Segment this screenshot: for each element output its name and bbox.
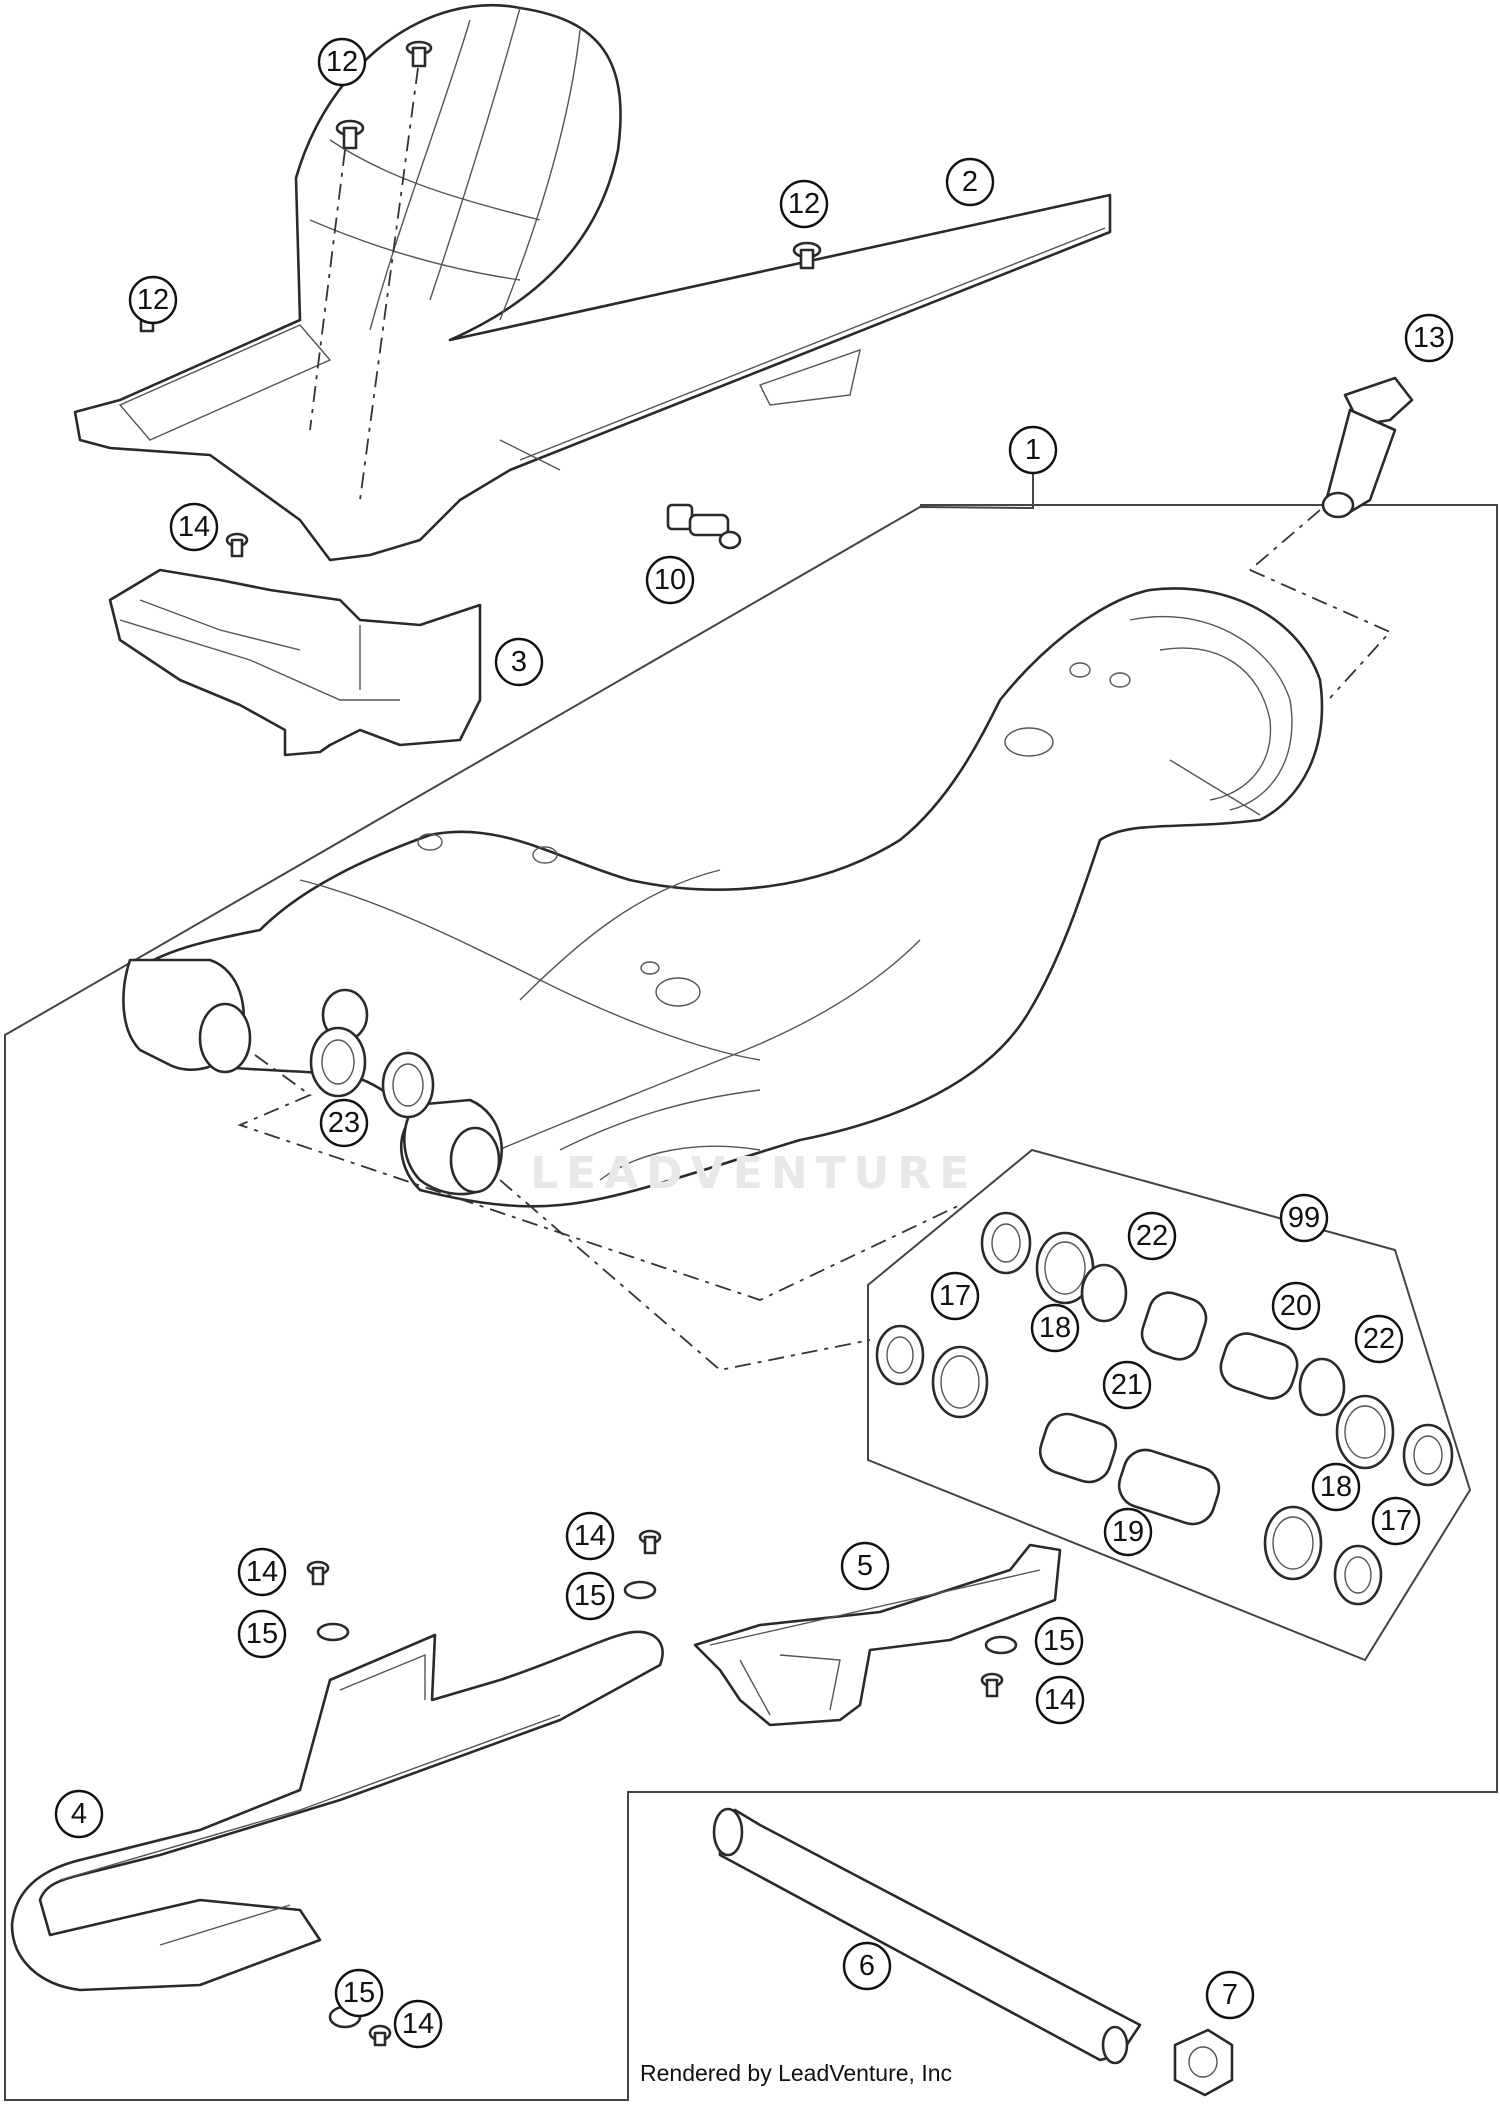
svg-text:99: 99	[1288, 1202, 1320, 1234]
svg-text:7: 7	[1222, 1979, 1238, 2011]
callout-labels: 12 12 12 2 13 1 14 10 3 23 99 22 17 18 2…	[54, 37, 1454, 2049]
callout-15: 15	[1034, 1616, 1084, 1666]
callout-4: 4	[54, 1789, 104, 1839]
svg-text:14: 14	[1044, 1684, 1076, 1716]
callout-5: 5	[840, 1541, 890, 1591]
svg-text:14: 14	[574, 1520, 606, 1552]
callout-14: 14	[393, 1999, 443, 2049]
callout-10: 10	[645, 555, 695, 605]
svg-text:12: 12	[788, 188, 820, 220]
callout-12: 12	[317, 37, 367, 87]
callout-12: 12	[128, 275, 178, 325]
callout-18: 18	[1311, 1462, 1361, 1512]
callout-23: 23	[319, 1098, 369, 1148]
svg-text:20: 20	[1280, 1290, 1312, 1322]
part-2-rear-hugger	[73, 3, 1112, 562]
svg-text:15: 15	[343, 1977, 375, 2009]
callout-15: 15	[237, 1609, 287, 1659]
svg-text:18: 18	[1320, 1471, 1352, 1503]
callout-17: 17	[1371, 1496, 1421, 1546]
callout-14: 14	[169, 502, 219, 552]
callout-18: 18	[1030, 1303, 1080, 1353]
svg-text:22: 22	[1363, 1323, 1395, 1355]
part-6-axle	[712, 1807, 1142, 2065]
svg-text:15: 15	[246, 1618, 278, 1650]
watermark: LEADVENTURE	[530, 1148, 978, 1199]
axle-dash-lines	[237, 1054, 961, 1371]
callout-22: 22	[1127, 1211, 1177, 1261]
svg-text:21: 21	[1111, 1369, 1143, 1401]
washer-15-icon	[623, 1580, 657, 1600]
assembly-frames	[4, 470, 1498, 2101]
callout-21: 21	[1102, 1360, 1152, 1410]
rendered-by-credit: Rendered by LeadVenture, Inc	[640, 2060, 953, 2086]
svg-text:23: 23	[328, 1107, 360, 1139]
bearing-kit-frame	[867, 1148, 1472, 1662]
part-23-bearings	[309, 1026, 435, 1119]
svg-text:12: 12	[137, 284, 169, 316]
svg-text:13: 13	[1413, 322, 1445, 354]
callout-13: 13	[1404, 313, 1454, 363]
screw-12-icon	[405, 40, 433, 68]
callout-6: 6	[842, 1941, 892, 1991]
callout-15: 15	[565, 1571, 615, 1621]
svg-text:6: 6	[859, 1950, 875, 1982]
screw-14-icon	[306, 1560, 330, 1586]
callout-12: 12	[779, 179, 829, 229]
svg-text:18: 18	[1039, 1312, 1071, 1344]
screw-14-icon	[980, 1672, 1004, 1698]
svg-text:4: 4	[71, 1798, 87, 1830]
callout-3: 3	[494, 637, 544, 687]
svg-text:10: 10	[654, 564, 686, 596]
callout-19: 19	[1103, 1507, 1153, 1557]
main-assembly-frame	[4, 504, 1498, 2101]
part-3-chain-guide	[108, 568, 482, 757]
washer-15-icon	[316, 1622, 350, 1642]
part-10-stud-icon	[666, 503, 742, 550]
callout-14: 14	[237, 1547, 287, 1597]
screw-12-icon	[792, 241, 822, 270]
part-5-chain-slider	[693, 1543, 1062, 1727]
screws-12	[132, 40, 822, 501]
screw-12-icon	[335, 119, 365, 150]
callout-14: 14	[1035, 1675, 1085, 1725]
part-13-bolt	[1249, 376, 1414, 699]
callout-17: 17	[930, 1271, 980, 1321]
callout-1: 1	[1008, 425, 1058, 475]
callout-99: 99	[1279, 1193, 1329, 1243]
part-1-swingarm	[122, 587, 1324, 1208]
svg-text:19: 19	[1112, 1516, 1144, 1548]
svg-text:17: 17	[939, 1280, 971, 1312]
part-7-nut-icon	[1173, 2028, 1234, 2097]
part-99-bearing-kit	[875, 1211, 1454, 1606]
svg-text:15: 15	[574, 1580, 606, 1612]
svg-text:5: 5	[857, 1550, 873, 1582]
callout-15: 15	[334, 1968, 384, 2018]
part-4-lower-chain-guide	[10, 1630, 664, 1992]
svg-text:22: 22	[1136, 1220, 1168, 1252]
callout-20: 20	[1271, 1281, 1321, 1331]
svg-text:12: 12	[326, 46, 358, 78]
screw-14-icon	[368, 2024, 392, 2047]
callout-14: 14	[565, 1511, 615, 1561]
callout-2: 2	[945, 157, 995, 207]
callout-7: 7	[1205, 1970, 1255, 2020]
screw-14-top-icon	[225, 532, 249, 558]
svg-text:17: 17	[1380, 1505, 1412, 1537]
svg-text:14: 14	[178, 511, 210, 543]
callout-22: 22	[1354, 1314, 1404, 1364]
svg-text:2: 2	[962, 166, 978, 198]
svg-text:14: 14	[246, 1556, 278, 1588]
washer-15-icon	[984, 1635, 1018, 1655]
svg-text:14: 14	[402, 2008, 434, 2040]
screw-14-icon	[638, 1529, 662, 1555]
svg-text:1: 1	[1025, 434, 1041, 466]
svg-text:15: 15	[1043, 1625, 1075, 1657]
svg-text:3: 3	[511, 646, 527, 678]
